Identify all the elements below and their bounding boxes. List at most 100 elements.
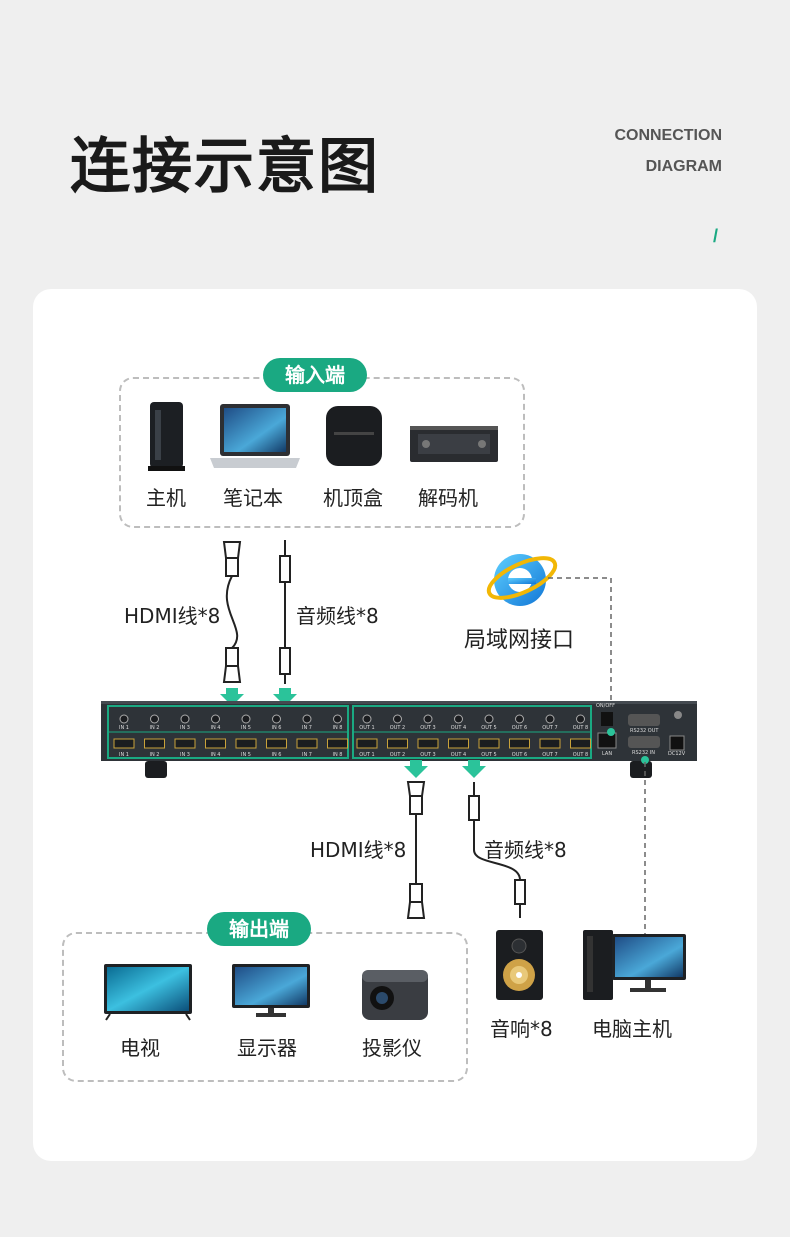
- output-arrows: [404, 760, 486, 778]
- hdmi-in-port: [113, 738, 135, 749]
- audio-in-port: [302, 714, 312, 724]
- audio-in-port: [333, 714, 342, 724]
- hdmi-in-port-label: IN 7: [302, 752, 312, 758]
- hdmi-in-port-label: IN 1: [119, 752, 129, 758]
- hdmi-in-label: HDMI线*8: [124, 604, 221, 628]
- hdmi-in-port-label: IN 2: [150, 752, 160, 758]
- audio-cable-out: [468, 782, 526, 918]
- audio-in-port-label: IN 3: [180, 725, 190, 731]
- decoder-icon: [410, 426, 498, 462]
- audio-out-port-label: OUT 3: [420, 725, 435, 731]
- input-device-label-4: 解码机: [418, 486, 478, 510]
- hdmi-out-port-label: OUT 3: [420, 752, 435, 758]
- audio-in-port-label: IN 5: [241, 725, 251, 731]
- input-device-label-2: 笔记本: [223, 486, 283, 510]
- hdmi-out-port-label: OUT 7: [542, 752, 557, 758]
- hdmi-out-port-label: OUT 2: [390, 752, 405, 758]
- hdmi-out-port-label: OUT 6: [512, 752, 527, 758]
- audio-out-port: [576, 714, 585, 724]
- audio-out-port-label: OUT 6: [512, 725, 527, 731]
- hdmi-out-label: HDMI线*8: [310, 838, 407, 862]
- audio-out-port-label: OUT 1: [359, 725, 374, 731]
- audio-out-port: [423, 714, 433, 724]
- audio-in-port: [272, 714, 281, 724]
- network-dashed-line: [548, 577, 612, 700]
- audio-cable-in: [279, 540, 291, 684]
- output-device-label-1: 电视: [120, 1036, 160, 1060]
- audio-out-port-label: OUT 2: [390, 725, 405, 731]
- audio-in-port: [119, 714, 129, 724]
- laptop-icon: [210, 404, 300, 468]
- audio-in-port-label: IN 7: [302, 725, 312, 731]
- hdmi-in-port-label: IN 3: [180, 752, 190, 758]
- audio-out-label: 音频线*8: [484, 838, 567, 862]
- audio-in-port-label: IN 4: [211, 725, 221, 731]
- output-device-label-2: 显示器: [237, 1036, 297, 1060]
- hdmi-in-port-label: IN 6: [272, 752, 282, 758]
- audio-in-port: [241, 714, 251, 724]
- hdmi-out-port-label: OUT 5: [481, 752, 496, 758]
- audio-out-port: [484, 714, 494, 724]
- matrix-ports: IN 1IN 1IN 2IN 2IN 3IN 3IN 4IN 4IN 5IN 5…: [113, 714, 591, 758]
- audio-in-port: [180, 714, 190, 724]
- set-top-box-icon: [326, 406, 382, 466]
- matrix-dc-label: DC12V: [668, 751, 686, 757]
- input-pill: 输入端: [263, 358, 367, 392]
- matrix-lan-label: LAN: [602, 751, 613, 757]
- audio-out-port-label: OUT 8: [573, 725, 588, 731]
- subtitle-line-2: DIAGRAM: [645, 158, 722, 175]
- audio-out-port-label: OUT 4: [451, 725, 466, 731]
- input-device-label-3: 机顶盒: [323, 486, 383, 510]
- hdmi-out-port: [570, 738, 591, 749]
- hdmi-in-port: [205, 738, 226, 749]
- matrix-switcher: [101, 701, 697, 778]
- matrix-rs232-out-label: RS232 OUT: [630, 728, 659, 734]
- hdmi-out-port: [448, 738, 469, 749]
- projector-icon: [362, 970, 428, 1020]
- audio-out-port-label: OUT 5: [481, 725, 496, 731]
- hdmi-out-port: [387, 738, 408, 749]
- output-pill: 输出端: [207, 912, 311, 946]
- subtitle-line-1: CONNECTION: [614, 127, 722, 144]
- hdmi-out-port-label: OUT 1: [359, 752, 374, 758]
- audio-in-port-label: IN 8: [333, 725, 343, 731]
- hdmi-in-port-label: IN 4: [211, 752, 221, 758]
- hdmi-in-port-label: IN 5: [241, 752, 251, 758]
- hdmi-in-port: [327, 738, 348, 749]
- audio-out-port: [454, 714, 463, 724]
- pc-tower-icon: [148, 402, 185, 471]
- hdmi-out-port: [478, 738, 500, 749]
- network-label: 局域网接口: [464, 628, 575, 653]
- input-arrows: [220, 688, 297, 706]
- hdmi-in-port-label: IN 8: [333, 752, 343, 758]
- hdmi-in-port: [235, 738, 257, 749]
- speaker-icon: [496, 930, 543, 1000]
- hdmi-in-port: [266, 738, 287, 749]
- audio-out-port: [545, 714, 555, 724]
- audio-in-port-label: IN 6: [272, 725, 282, 731]
- page-title: 连接示意图: [70, 132, 380, 202]
- output-device-label-3: 投影仪: [362, 1036, 422, 1060]
- hdmi-out-port-label: OUT 8: [573, 752, 588, 758]
- hdmi-out-port: [539, 738, 561, 749]
- desktop-computer-icon: [583, 930, 686, 1000]
- audio-in-label: 音频线*8: [296, 604, 379, 628]
- hdmi-out-port-label: OUT 4: [451, 752, 466, 758]
- audio-out-port: [393, 714, 402, 724]
- audio-in-port: [211, 714, 220, 724]
- hdmi-out-port: [509, 738, 530, 749]
- matrix-rs232-in-label: RS232 IN: [632, 750, 655, 756]
- hdmi-in-port: [174, 738, 196, 749]
- hdmi-cable-out: [406, 781, 426, 919]
- hdmi-out-port: [356, 738, 378, 749]
- audio-out-port-label: OUT 7: [542, 725, 557, 731]
- hdmi-in-port: [144, 738, 165, 749]
- accent-slash: /: [713, 226, 719, 246]
- hdmi-out-port: [417, 738, 439, 749]
- speaker-label: 音响*8: [490, 1017, 553, 1041]
- audio-in-port: [150, 714, 159, 724]
- audio-in-port-label: IN 1: [119, 725, 129, 731]
- input-device-label-1: 主机: [146, 486, 186, 510]
- tv-icon: [104, 964, 192, 1021]
